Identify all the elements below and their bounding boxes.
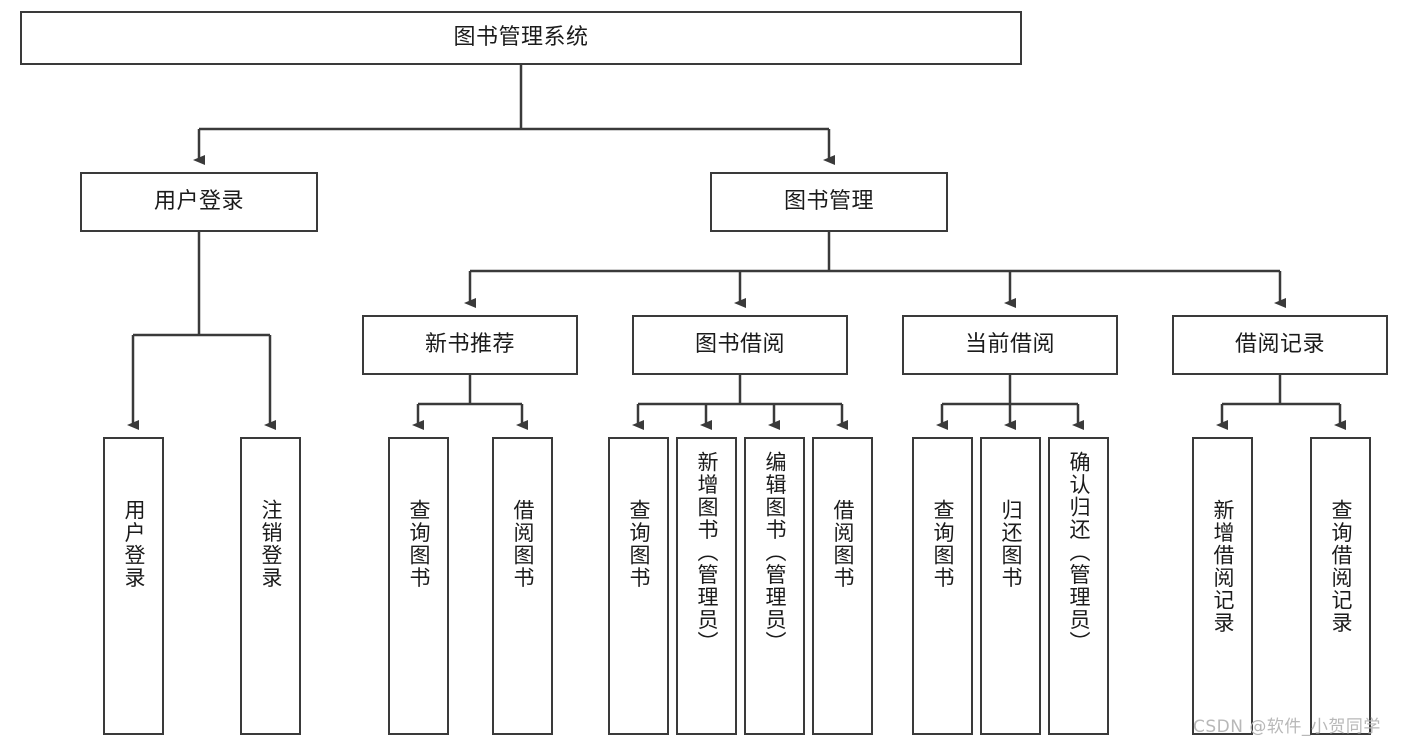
node-leaf-edit-book[interactable]: 编辑图书（管理员） xyxy=(744,437,805,735)
node-leaf-borrow-book-2-label: 借阅图书 xyxy=(831,499,855,589)
node-leaf-confirm-return[interactable]: 确认归还（管理员） xyxy=(1048,437,1109,735)
node-leaf-query-book-2[interactable]: 查询图书 xyxy=(608,437,669,735)
node-user-login[interactable]: 用户登录 xyxy=(80,172,318,232)
node-leaf-add-record-label: 新增借阅记录 xyxy=(1211,499,1235,634)
node-borrow-record[interactable]: 借阅记录 xyxy=(1172,315,1388,375)
node-leaf-query-book-3[interactable]: 查询图书 xyxy=(912,437,973,735)
node-leaf-query-book-1[interactable]: 查询图书 xyxy=(388,437,449,735)
node-leaf-logout-login-label: 注销登录 xyxy=(259,499,283,589)
node-book-management[interactable]: 图书管理 xyxy=(710,172,948,232)
node-leaf-logout-login[interactable]: 注销登录 xyxy=(240,437,301,735)
node-leaf-query-record[interactable]: 查询借阅记录 xyxy=(1310,437,1371,735)
node-current-borrow[interactable]: 当前借阅 xyxy=(902,315,1118,375)
node-root-label: 图书管理系统 xyxy=(453,25,589,51)
node-leaf-borrow-book-1[interactable]: 借阅图书 xyxy=(492,437,553,735)
node-leaf-confirm-return-label: 确认归还（管理员） xyxy=(1067,451,1091,654)
node-leaf-return-book[interactable]: 归还图书 xyxy=(980,437,1041,735)
csdn-watermark: CSDN @软件_小贺同学 xyxy=(1193,717,1381,737)
node-leaf-add-record[interactable]: 新增借阅记录 xyxy=(1192,437,1253,735)
node-leaf-query-book-3-label: 查询图书 xyxy=(931,499,955,589)
node-leaf-edit-book-label: 编辑图书（管理员） xyxy=(763,451,787,654)
node-current-borrow-label: 当前借阅 xyxy=(964,332,1055,358)
node-new-book-recommend-label: 新书推荐 xyxy=(424,332,515,358)
node-borrow-record-label: 借阅记录 xyxy=(1234,332,1325,358)
node-leaf-user-login-label: 用户登录 xyxy=(122,499,146,589)
node-new-book-recommend[interactable]: 新书推荐 xyxy=(362,315,578,375)
node-book-borrow[interactable]: 图书借阅 xyxy=(632,315,848,375)
node-root[interactable]: 图书管理系统 xyxy=(20,11,1022,65)
node-leaf-return-book-label: 归还图书 xyxy=(999,499,1023,589)
node-leaf-query-book-2-label: 查询图书 xyxy=(627,499,651,589)
node-leaf-user-login[interactable]: 用户登录 xyxy=(103,437,164,735)
node-book-management-label: 图书管理 xyxy=(783,189,874,215)
node-book-borrow-label: 图书借阅 xyxy=(694,332,785,358)
node-user-login-label: 用户登录 xyxy=(153,189,244,215)
node-leaf-add-book[interactable]: 新增图书（管理员） xyxy=(676,437,737,735)
node-leaf-add-book-label: 新增图书（管理员） xyxy=(695,451,719,654)
node-leaf-query-record-label: 查询借阅记录 xyxy=(1329,499,1353,634)
node-leaf-borrow-book-1-label: 借阅图书 xyxy=(511,499,535,589)
node-leaf-borrow-book-2[interactable]: 借阅图书 xyxy=(812,437,873,735)
node-leaf-query-book-1-label: 查询图书 xyxy=(407,499,431,589)
